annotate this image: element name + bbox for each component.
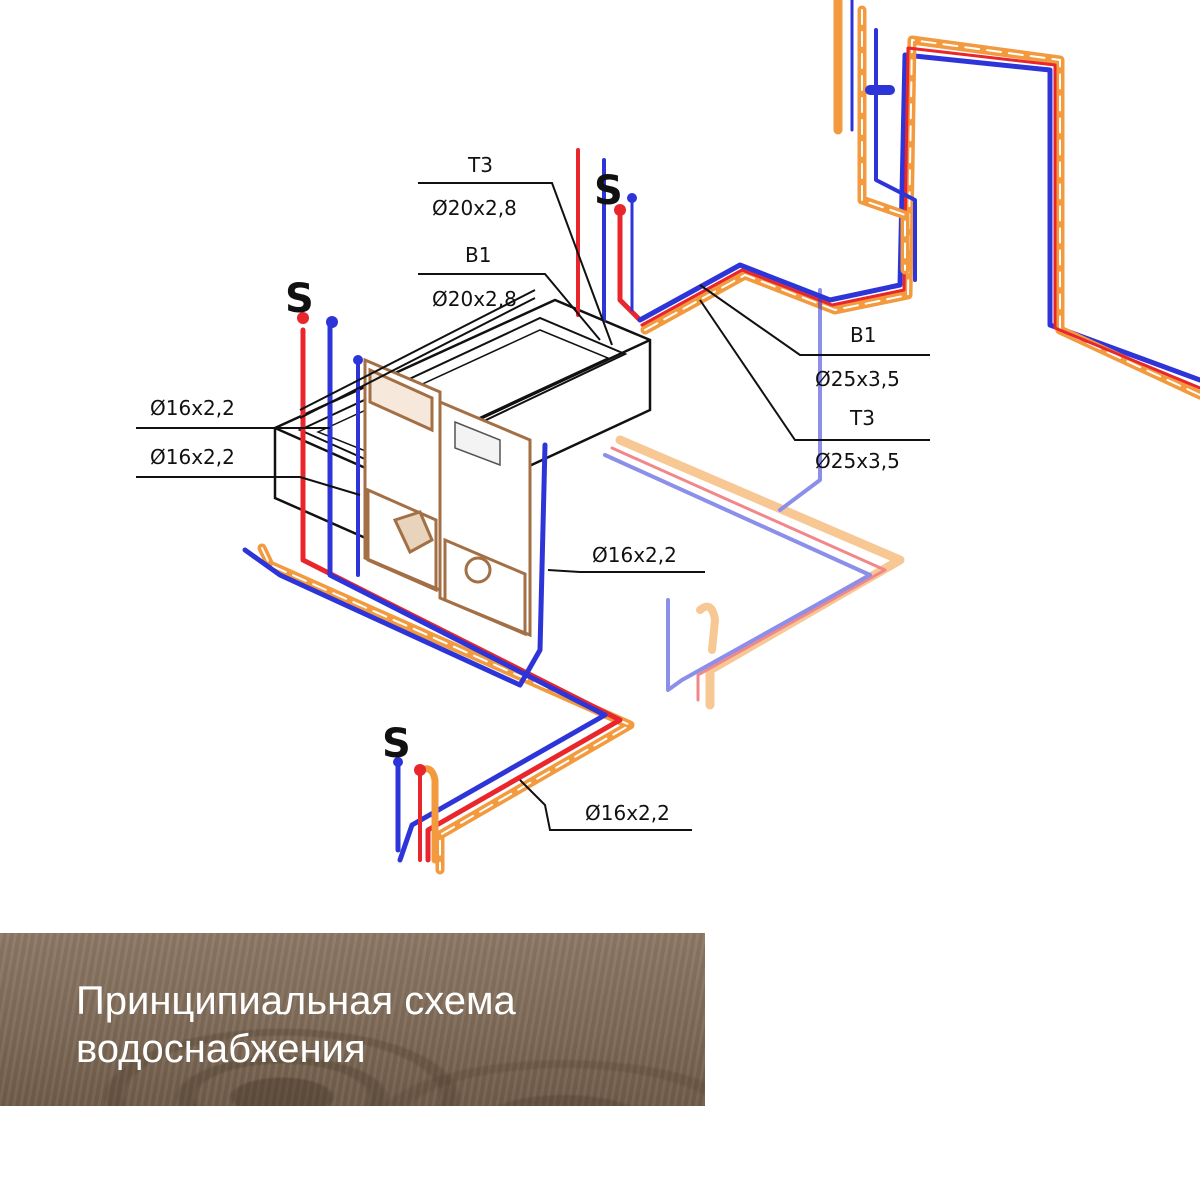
installation-frame-right (438, 399, 532, 638)
valve-marker-bottom: S (382, 721, 411, 767)
pipes-top-group (576, 0, 1200, 400)
valve-marker-top: S (594, 168, 623, 214)
label-left-dim-2: Ø16x2,2 (150, 445, 235, 469)
caption-title: Принципиальная схема водоснабжения (76, 979, 516, 1071)
label-mid-dim: Ø16x2,2 (592, 543, 677, 567)
valve-marker-left: S (285, 276, 314, 322)
label-b1-right-dim: Ø25x3,5 (815, 367, 900, 391)
label-b1-top-dim: Ø20x2,8 (432, 287, 517, 311)
leader-lines (136, 182, 930, 831)
label-b1-top: В1 (465, 243, 491, 267)
pipes-left-group (242, 312, 635, 875)
label-t3-right: Т3 (849, 406, 875, 430)
pipes-back-group (603, 288, 905, 710)
label-t3-top-dim: Ø20x2,8 (432, 196, 517, 220)
label-bottom-dim: Ø16x2,2 (585, 801, 670, 825)
plumbing-diagram: Т3 Ø20x2,8 В1 Ø20x2,8 В1 Ø25x3,5 Т3 Ø25x… (136, 0, 1200, 875)
label-t3-right-dim: Ø25x3,5 (815, 449, 900, 473)
label-t3-top: Т3 (467, 153, 493, 177)
label-left-dim-1: Ø16x2,2 (150, 396, 235, 420)
installation-frame-left (363, 357, 442, 593)
label-b1-right: В1 (850, 323, 876, 347)
caption-panel: Принципиальная схема водоснабжения (0, 933, 705, 1106)
